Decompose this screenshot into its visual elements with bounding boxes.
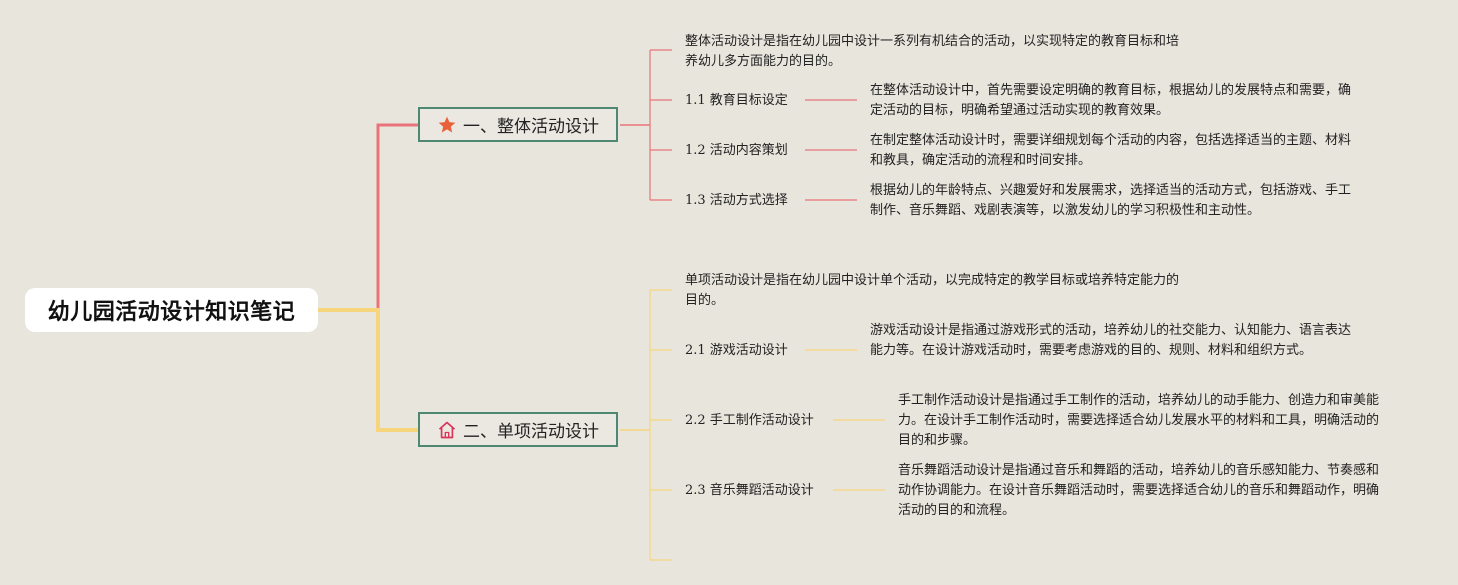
root-title: 幼儿园活动设计知识笔记 (47, 300, 296, 325)
branch-1-description: 整体活动设计是指在幼儿园中设计一系列有机结合的活动，以实现特定的教育目标和培养幼… (685, 34, 1180, 69)
topic-2-2[interactable]: 2.2 手工制作活动设计 (685, 413, 814, 428)
branch-2-label: 二、单项活动设计 (463, 422, 599, 442)
topic-2-2-text: 手工制作活动设计是指通过手工制作的活动，培养幼儿的动手能力、创造力和审美能力。在… (898, 393, 1380, 448)
branch-2-description: 单项活动设计是指在幼儿园中设计单个活动，以完成特定的教学目标或培养特定能力的目的… (685, 273, 1180, 308)
branch-single-activity-design[interactable]: 二、单项活动设计 (418, 412, 618, 447)
topic-1-1-text: 在整体活动设计中，首先需要设定明确的教育目标，根据幼儿的发展特点和需要，确定活动… (870, 83, 1352, 118)
home-icon (437, 420, 457, 440)
topic-1-3[interactable]: 1.3 活动方式选择 (685, 193, 788, 208)
star-icon (437, 115, 457, 135)
topic-1-3-text: 根据幼儿的年龄特点、兴趣爱好和发展需求，选择适当的活动方式，包括游戏、手工制作、… (870, 183, 1352, 218)
topic-2-3-text: 音乐舞蹈活动设计是指通过音乐和舞蹈的活动，培养幼儿的音乐感知能力、节奏感和动作协… (898, 463, 1380, 518)
topic-2-1-text: 游戏活动设计是指通过游戏形式的活动，培养幼儿的社交能力、认知能力、语言表达能力等… (870, 323, 1352, 358)
root-topic[interactable]: 幼儿园活动设计知识笔记 (25, 288, 318, 332)
topic-2-1[interactable]: 2.1 游戏活动设计 (685, 343, 788, 358)
connector-root-branch-1 (318, 123, 418, 312)
topic-2-3[interactable]: 2.3 音乐舞蹈活动设计 (685, 483, 814, 498)
topic-1-2[interactable]: 1.2 活动内容策划 (685, 143, 788, 158)
topic-1-2-text: 在制定整体活动设计时，需要详细规划每个活动的内容，包括选择适当的主题、材料和教具… (870, 133, 1352, 168)
connector-root-branch-2 (318, 308, 418, 432)
branch-1-label: 一、整体活动设计 (463, 117, 599, 137)
branch-whole-activity-design[interactable]: 一、整体活动设计 (418, 107, 618, 142)
topic-1-1[interactable]: 1.1 教育目标设定 (685, 93, 788, 108)
